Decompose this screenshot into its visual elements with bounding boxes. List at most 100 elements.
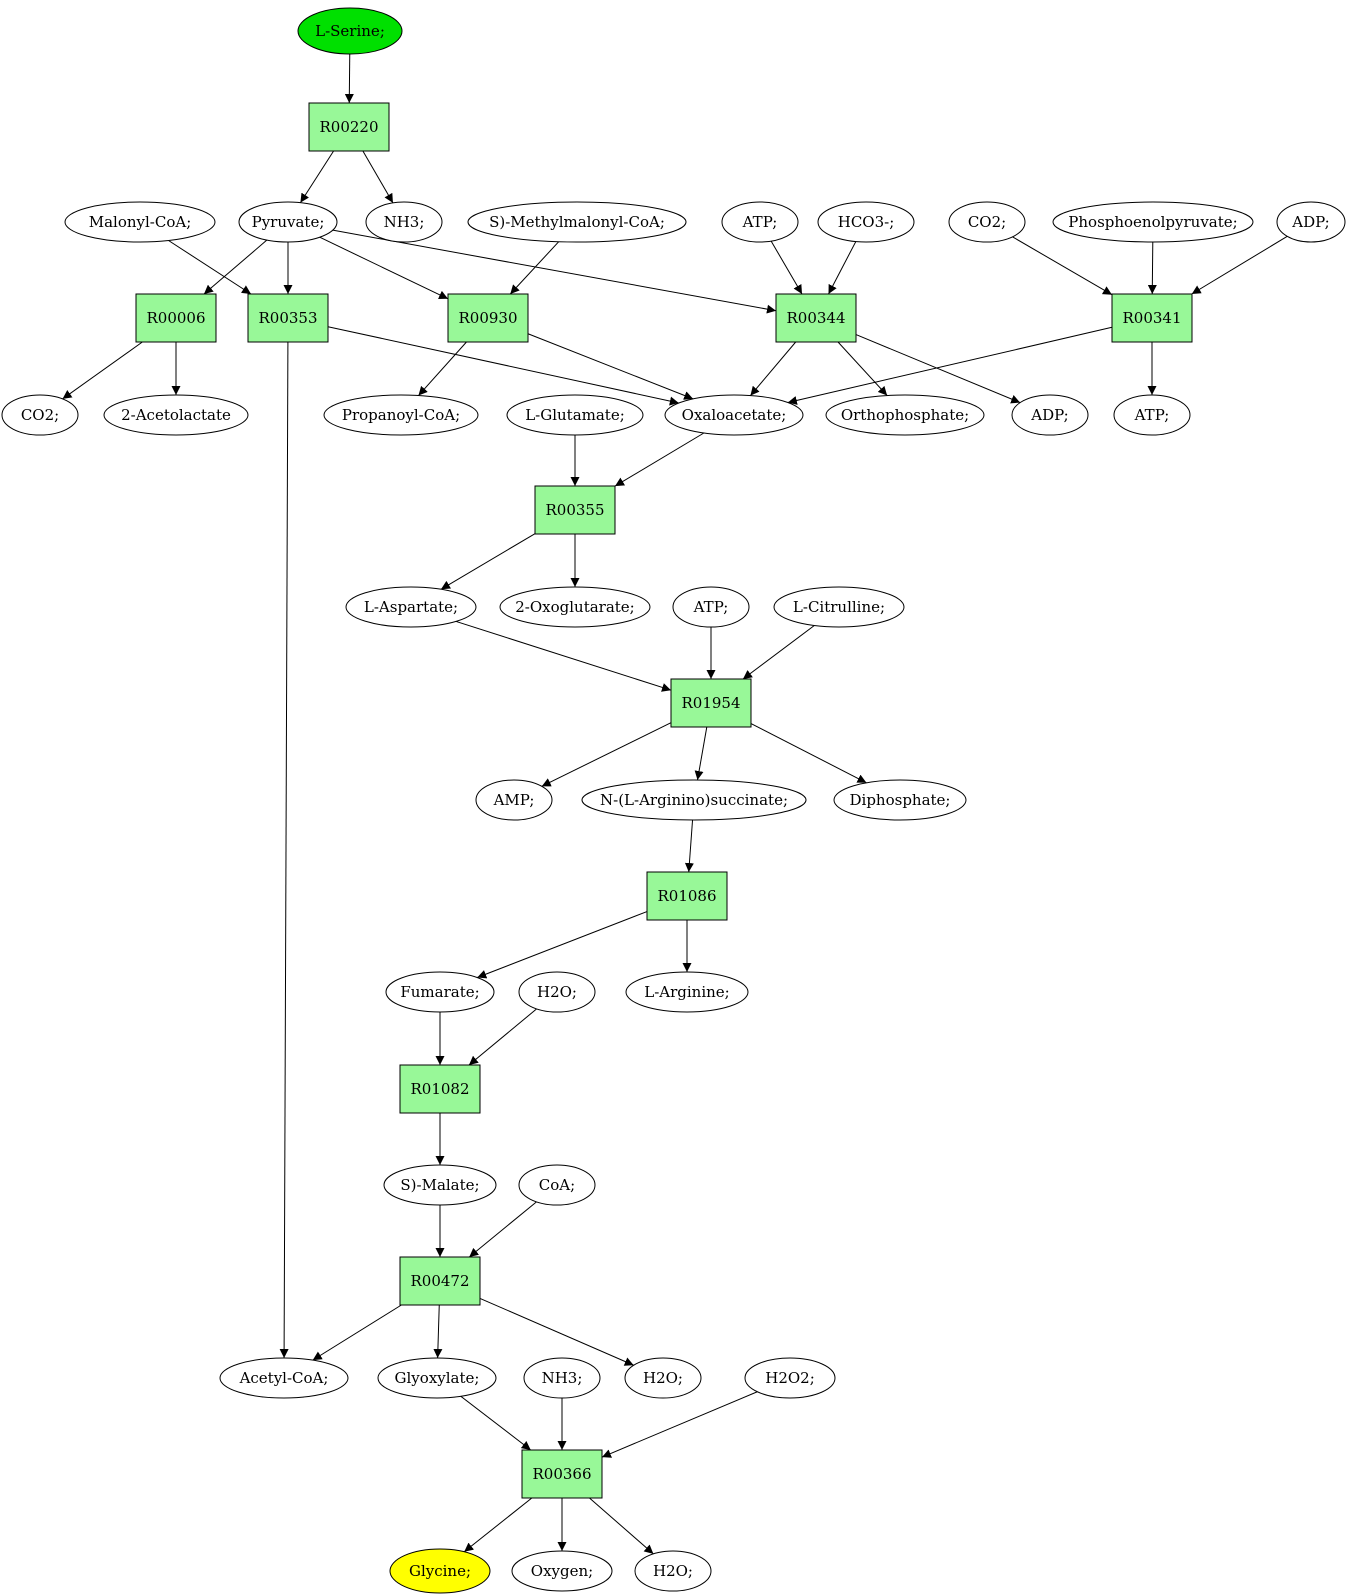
compound-ellipse	[467, 201, 687, 243]
reaction-node-r01954: R01954	[670, 678, 752, 728]
edges-layer	[62, 53, 1288, 1555]
compound-node-hco3: HCO3-;	[817, 201, 915, 243]
reaction-node-r00006: R00006	[135, 293, 217, 343]
compound-node-s-methylmalonyl-coa-label: S)-Methylmalonyl-CoA;	[489, 213, 665, 231]
compound-node-h2o: H2O;	[624, 1357, 702, 1399]
compound-node-oxaloacetate-label: Oxaloacetate;	[682, 406, 787, 424]
compound-node-h2o: H2O;	[634, 1550, 712, 1592]
compound-node-s-malate: S)-Malate;	[383, 1164, 497, 1206]
compound-node-acetyl-coa: Acetyl-CoA;	[219, 1357, 349, 1399]
compound-ellipse	[475, 779, 553, 821]
edge-l-aspartate-to-r01954	[455, 620, 672, 692]
edge-malonyl-coa-to-r00353	[168, 240, 252, 295]
compound-ellipse	[385, 971, 495, 1013]
compound-ellipse	[672, 586, 750, 628]
compound-ellipse	[1, 394, 79, 436]
edge-adp-to-r00341	[1191, 235, 1288, 295]
compound-ellipse	[64, 201, 216, 243]
edge-co2-to-r00341	[1012, 236, 1113, 296]
compound-node-phosphoenolpyruvate: Phosphoenolpyruvate;	[1052, 201, 1254, 243]
reaction-node-r01086: R01086	[646, 871, 728, 921]
compound-node-l-serine: L-Serine;	[297, 7, 403, 55]
reaction-box	[247, 293, 329, 343]
reaction-box	[135, 293, 217, 343]
compound-node-atp: ATP;	[1113, 394, 1191, 436]
reaction-node-r01082: R01082	[399, 1064, 481, 1114]
edge-oxaloacetate-to-r00355	[614, 432, 705, 487]
compound-node-2-oxoglutarate-label: 2-Oxoglutarate;	[515, 598, 635, 616]
reaction-box	[521, 1449, 603, 1499]
reaction-node-r00344-label: R00344	[786, 309, 845, 327]
compound-node-malonyl-coa: Malonyl-CoA;	[64, 201, 216, 243]
compound-node-glyoxylate-label: Glyoxylate;	[395, 1369, 480, 1387]
compound-node-l-citrulline: L-Citrulline;	[773, 586, 905, 628]
compound-node-orthophosphate-label: Orthophosphate;	[841, 406, 969, 424]
reaction-box	[646, 871, 728, 921]
reaction-box	[670, 678, 752, 728]
reaction-node-r00341: R00341	[1111, 293, 1193, 343]
compound-ellipse	[833, 779, 967, 821]
edge-r00472-to-h2o	[479, 1297, 634, 1366]
compound-node-fumarate-label: Fumarate;	[400, 983, 479, 1001]
compound-node-diphosphate: Diphosphate;	[833, 779, 967, 821]
compound-node-adp: ADP;	[1276, 201, 1346, 243]
reaction-node-r00930-label: R00930	[458, 309, 517, 327]
edge-h2o-to-r01082	[468, 1008, 537, 1066]
compound-ellipse	[721, 201, 799, 243]
compound-ellipse	[1113, 394, 1191, 436]
compound-node-co2-label: CO2;	[968, 213, 1006, 231]
compound-node-malonyl-coa-label: Malonyl-CoA;	[89, 213, 192, 231]
compound-ellipse	[948, 201, 1026, 243]
compound-node-n-l-arginino-succinate-label: N-(L-Arginino)succinate;	[600, 791, 788, 809]
compound-node-l-arginine: L-Arginine;	[625, 971, 749, 1013]
compound-ellipse	[624, 1357, 702, 1399]
compound-node-acetyl-coa-label: Acetyl-CoA;	[239, 1369, 329, 1387]
compound-ellipse	[511, 1550, 613, 1592]
reaction-box	[1111, 293, 1193, 343]
edge-r00344-to-oxaloacetate	[750, 341, 797, 396]
compound-node-l-aspartate: L-Aspartate;	[345, 586, 477, 628]
reaction-node-r00355-label: R00355	[545, 501, 604, 519]
edge-phosphoenolpyruvate-to-r00341	[1147, 241, 1157, 295]
reaction-node-r01954-label: R01954	[681, 694, 740, 712]
compound-node-l-serine-label: L-Serine;	[315, 22, 385, 40]
reaction-node-r00220-label: R00220	[319, 118, 378, 136]
compound-ellipse	[523, 1357, 601, 1399]
edge-r00220-to-pyruvate	[300, 150, 335, 203]
reaction-node-r00355: R00355	[534, 485, 616, 535]
compound-ellipse	[219, 1357, 349, 1399]
compound-node-fumarate: Fumarate;	[385, 971, 495, 1013]
compound-node-l-glutamate-label: L-Glutamate;	[525, 406, 625, 424]
compound-ellipse	[664, 394, 804, 436]
compound-node-coa-label: CoA;	[539, 1176, 575, 1194]
reaction-node-r00344: R00344	[775, 293, 857, 343]
compound-node-l-glutamate: L-Glutamate;	[506, 394, 644, 436]
compound-ellipse	[1011, 394, 1089, 436]
compound-node-nh3: NH3;	[523, 1357, 601, 1399]
reaction-box	[399, 1256, 481, 1306]
compound-node-diphosphate-label: Diphosphate;	[850, 791, 951, 809]
reaction-node-r00366: R00366	[521, 1449, 603, 1499]
edge-atp-to-r00344	[770, 240, 803, 295]
edge-glyoxylate-to-r00366	[460, 1395, 532, 1451]
compound-ellipse	[383, 1164, 497, 1206]
compound-node-h2o-label: H2O;	[643, 1369, 683, 1387]
compound-ellipse	[1276, 201, 1346, 243]
compound-ellipse	[744, 1357, 836, 1399]
edge-r00220-to-nh3	[362, 150, 394, 204]
reaction-box	[308, 102, 390, 152]
edge-r01954-to-diphosphate	[750, 723, 867, 784]
compound-node-n-l-arginino-succinate: N-(L-Arginino)succinate;	[581, 779, 807, 821]
compound-node-oxaloacetate: Oxaloacetate;	[664, 394, 804, 436]
edge-r00006-to-co2	[62, 341, 143, 400]
reaction-node-r01086-label: R01086	[657, 887, 716, 905]
reaction-node-r00353-label: R00353	[258, 309, 317, 327]
edge-r00353-to-oxaloacetate	[327, 326, 679, 406]
edge-r00366-to-glycine	[463, 1497, 533, 1553]
compound-node-atp-label: ATP;	[742, 213, 778, 231]
compound-ellipse	[103, 394, 249, 436]
compound-node-adp: ADP;	[1011, 394, 1089, 436]
compound-node-co2: CO2;	[948, 201, 1026, 243]
compound-node-atp: ATP;	[721, 201, 799, 243]
